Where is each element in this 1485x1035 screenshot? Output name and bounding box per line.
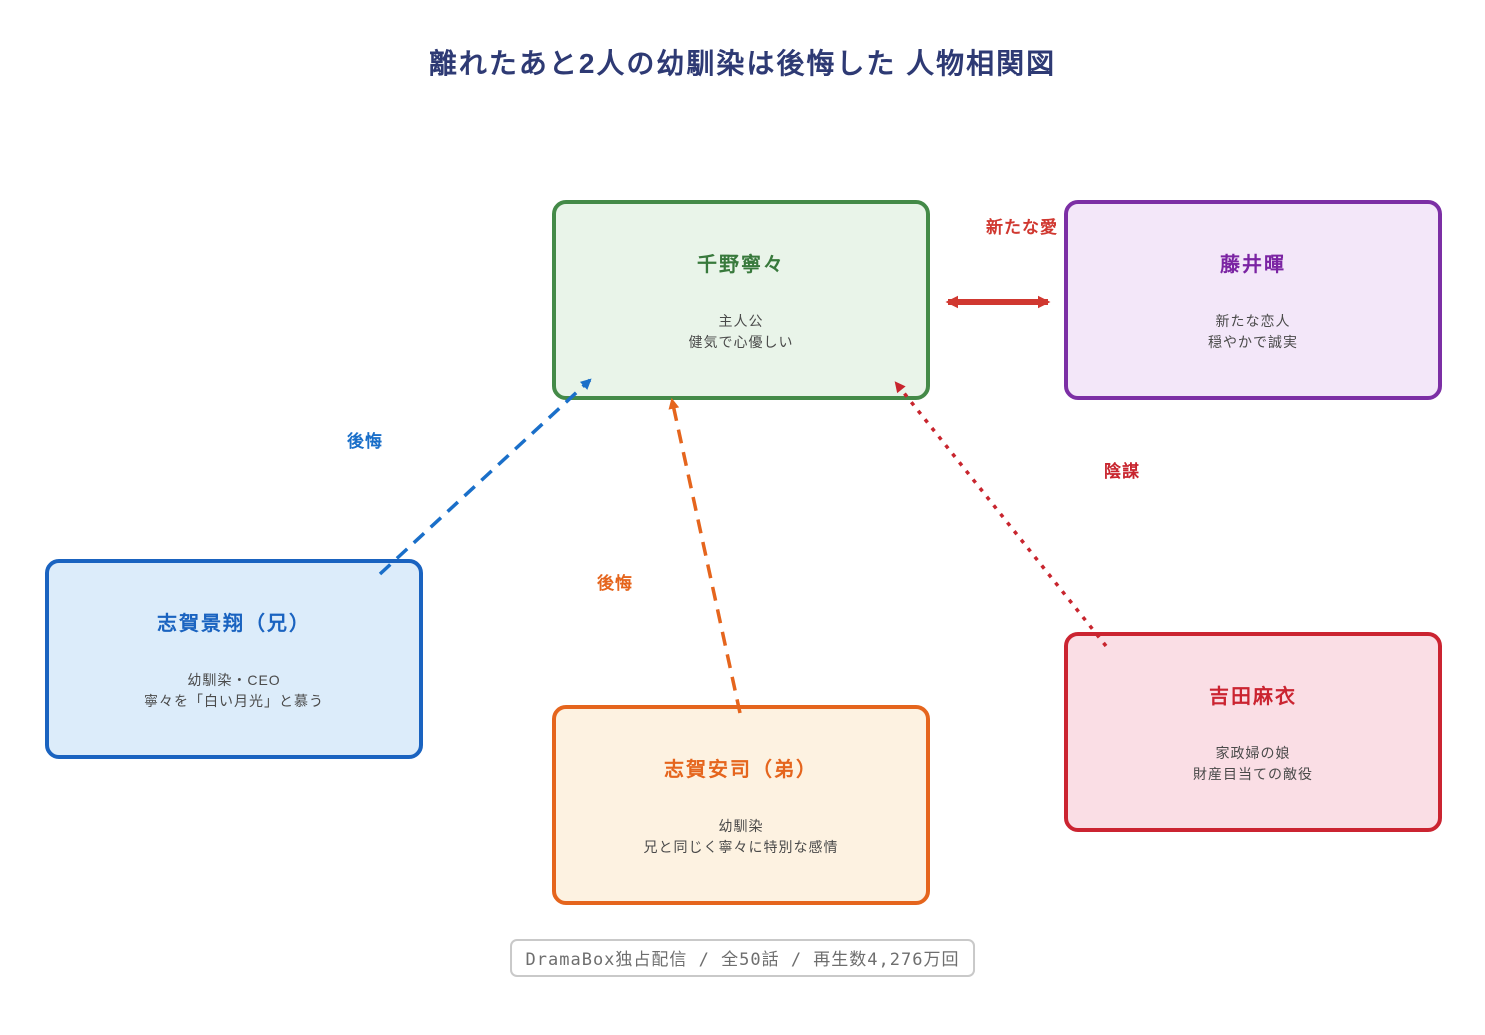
character-box-chino-nene: 千野寧々 主人公 健気で心優しい — [552, 200, 930, 400]
character-description: 新たな恋人 穏やかで誠実 — [1208, 312, 1298, 350]
character-name: 志賀安司（弟） — [664, 758, 818, 781]
character-box-fujii-hikaru: 藤井暉 新たな恋人 穏やかで誠実 — [1064, 200, 1442, 400]
character-box-shiga-keisho: 志賀景翔（兄） 幼馴染・CEO 寧々を「白い月光」と慕う — [45, 559, 423, 759]
arrow-regret-younger — [668, 397, 742, 714]
character-box-shiga-anji: 志賀安司（弟） 幼馴染 兄と同じく寧々に特別な感情 — [552, 705, 930, 905]
character-name: 藤井暉 — [1220, 253, 1286, 276]
character-description: 幼馴染・CEO 寧々を「白い月光」と慕う — [144, 671, 324, 709]
relation-label-new-love: 新たな愛 — [986, 218, 1058, 237]
character-box-yoshida-mai: 吉田麻衣 家政婦の娘 財産目当ての敵役 — [1064, 632, 1442, 832]
relation-label-regret-older: 後悔 — [347, 432, 383, 451]
diagram-title: 離れたあと2人の幼馴染は後悔した 人物相関図 — [428, 48, 1057, 79]
character-name: 吉田麻衣 — [1209, 685, 1297, 708]
character-description: 家政婦の娘 財産目当ての敵役 — [1193, 744, 1313, 782]
character-description: 幼馴染 兄と同じく寧々に特別な感情 — [643, 817, 839, 855]
arrow-regret-older — [378, 378, 592, 576]
relation-label-regret-younger: 後悔 — [597, 574, 633, 593]
relation-label-scheme: 陰謀 — [1104, 462, 1140, 481]
character-name: 志賀景翔（兄） — [157, 612, 311, 635]
character-name: 千野寧々 — [697, 253, 785, 276]
footer-caption: DramaBox独占配信 / 全50話 / 再生数4,276万回 — [509, 939, 976, 977]
character-description: 主人公 健気で心優しい — [688, 312, 794, 350]
arrow-scheme — [894, 381, 1108, 648]
